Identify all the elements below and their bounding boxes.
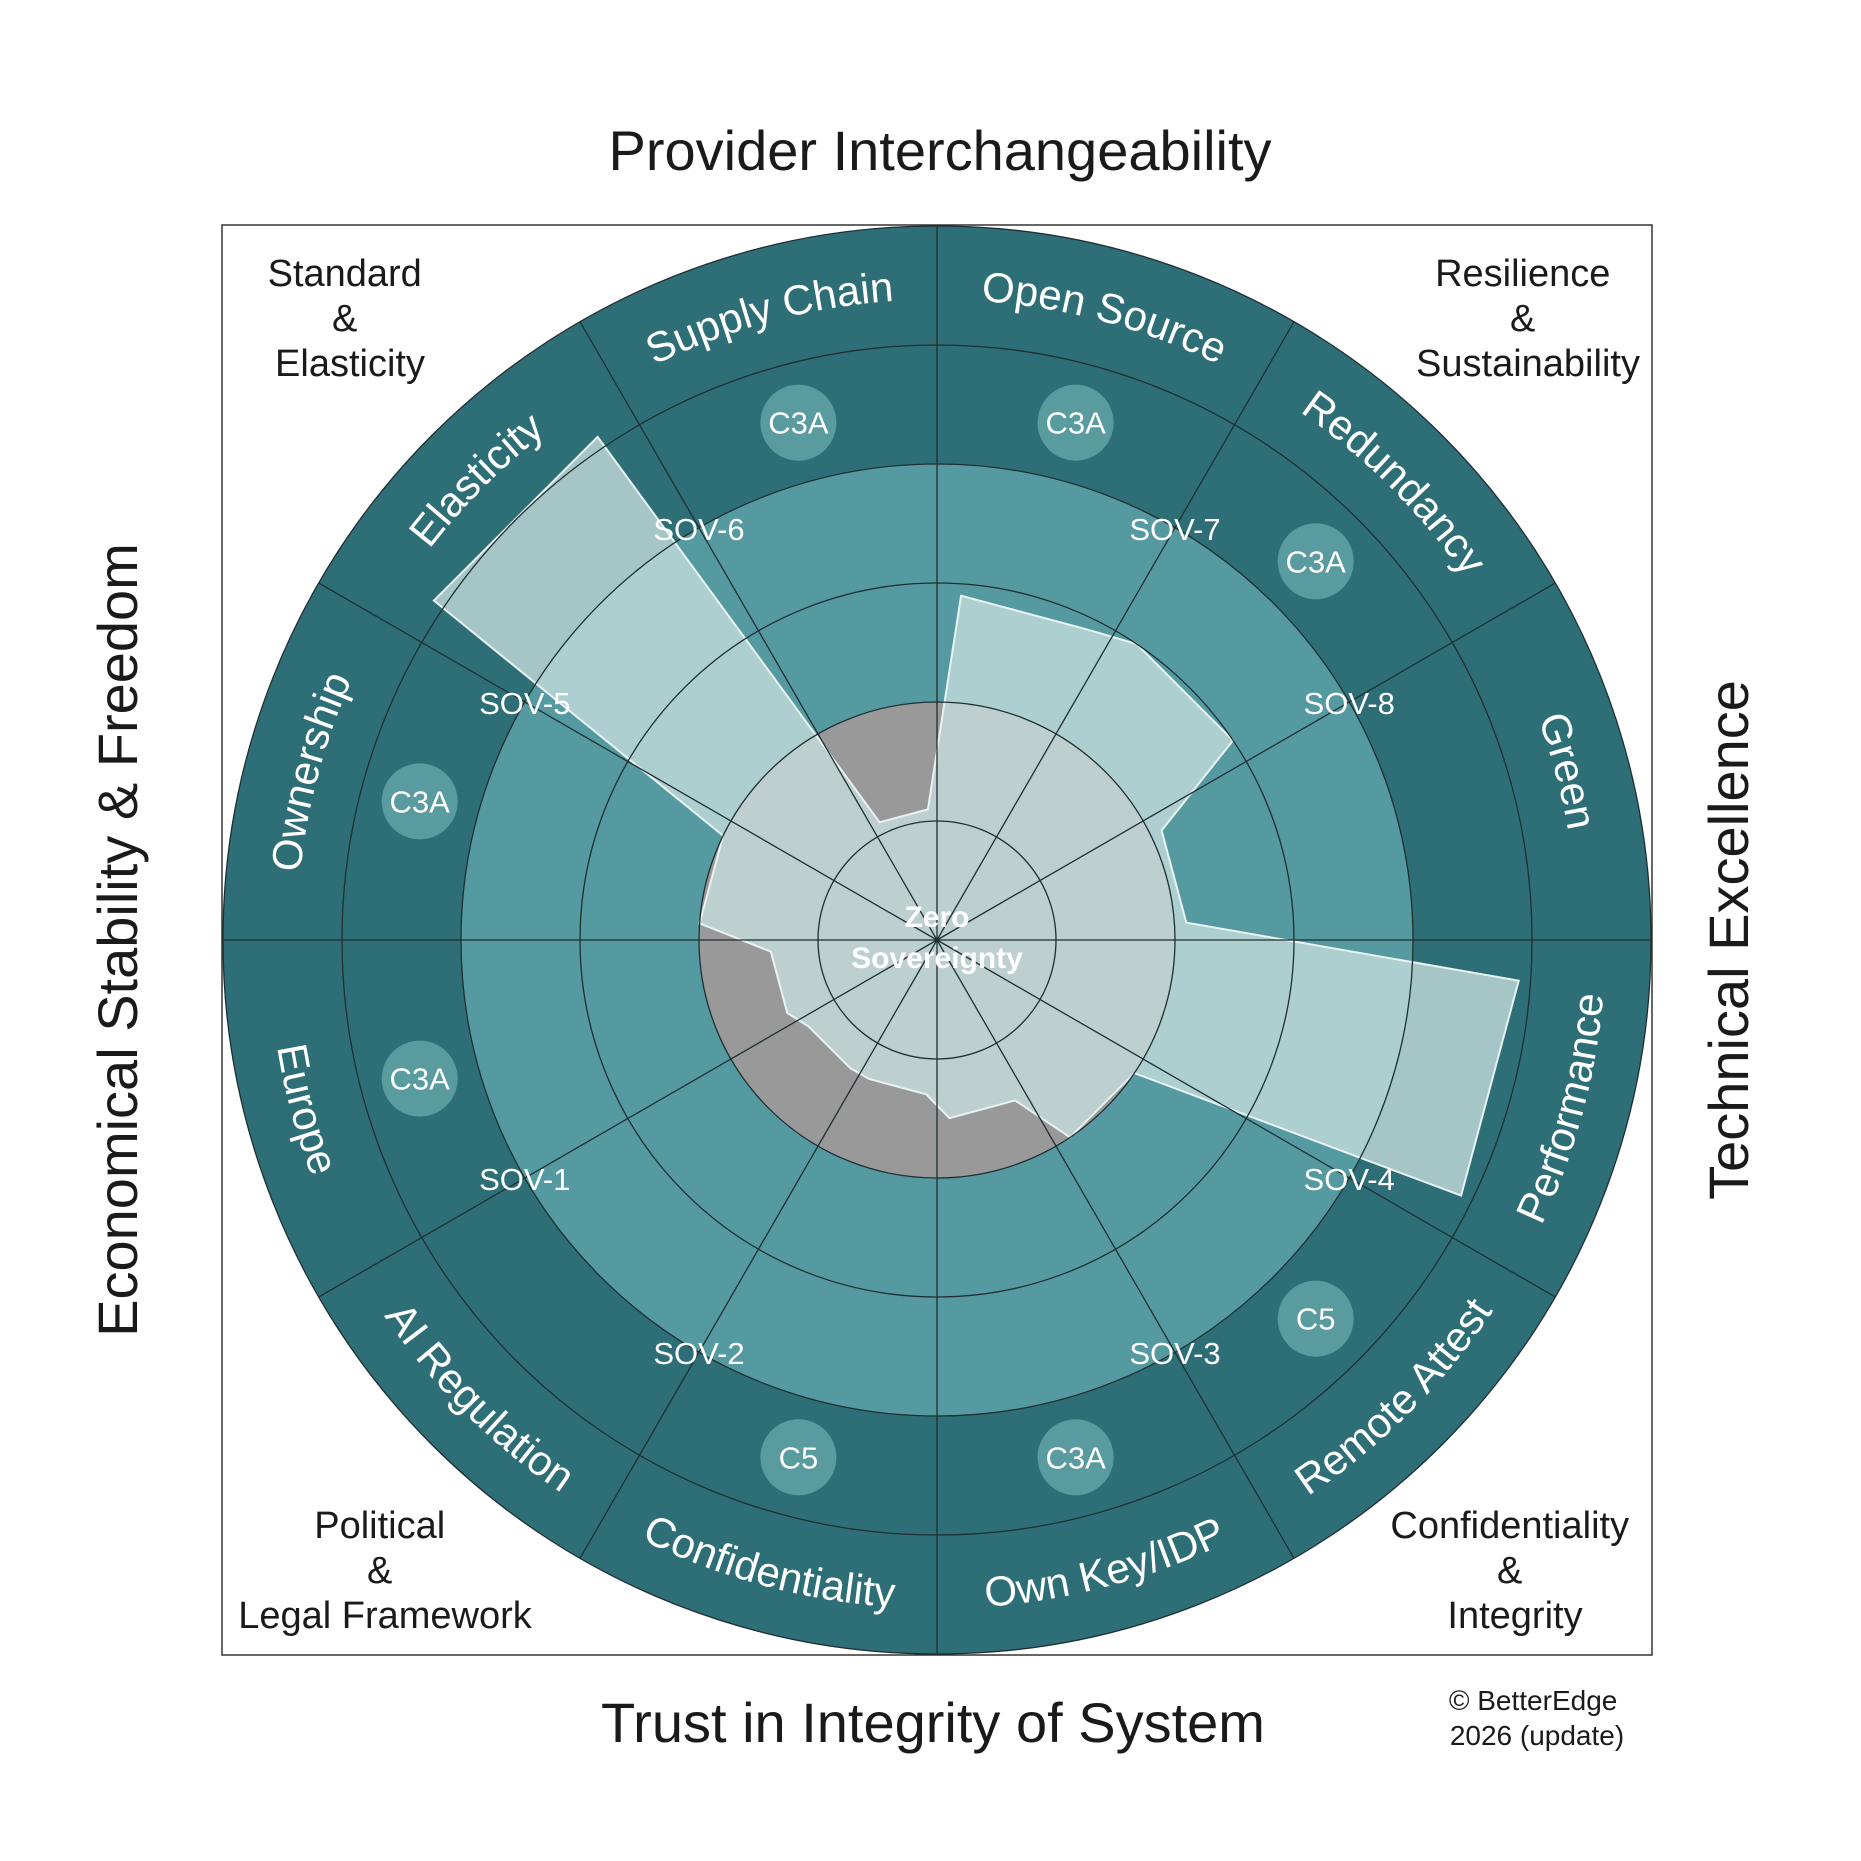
- copyright-line-2: 2026 (update): [1450, 1720, 1624, 1751]
- corner-top-left-1: Standard: [268, 253, 422, 295]
- score-polygon-layer: [432, 435, 1520, 1197]
- badge-circle-4: [1277, 1280, 1354, 1357]
- corner-bottom-right-3: Integrity: [1447, 1595, 1582, 1637]
- corner-top-right-3: Sustainability: [1416, 343, 1640, 385]
- title-bottom: Trust in Integrity of System: [601, 1691, 1265, 1754]
- badge-circle-5: [1037, 1419, 1114, 1496]
- corner-bottom-left: Political & Legal Framework: [238, 1505, 533, 1637]
- divider-line-7: [579, 939, 938, 1559]
- badge-label-0: C3A: [1045, 406, 1106, 441]
- divider-line-8: [318, 939, 938, 1298]
- corner-bottom-right-2: &: [1497, 1550, 1522, 1592]
- title-top: Provider Interchangeability: [608, 119, 1271, 182]
- badge-circle-1: [1277, 523, 1354, 600]
- sov-label-1: SOV-2: [653, 1336, 744, 1371]
- sov-label-3: SOV-4: [1304, 1162, 1395, 1197]
- badge-label-8: C3A: [390, 1062, 451, 1097]
- title-right: Technical Excellence: [1697, 680, 1760, 1200]
- badge-circle-6: [760, 1419, 837, 1496]
- divider-line-5: [936, 939, 1295, 1559]
- badge-circle-9: [381, 763, 458, 840]
- sov-label-7: SOV-8: [1304, 686, 1395, 721]
- center-line-1: Zero: [904, 901, 969, 934]
- badge-label-6: C5: [779, 1440, 819, 1475]
- corner-bottom-left-1: Political: [314, 1505, 445, 1547]
- corner-bottom-right: Confidentiality & Integrity: [1390, 1505, 1639, 1637]
- divider-line-10: [318, 582, 938, 941]
- corner-top-right-1: Resilience: [1435, 253, 1610, 295]
- divider-line-4: [936, 939, 1556, 1298]
- score-polygon: [432, 435, 1520, 1197]
- badge-label-4: C5: [1296, 1302, 1336, 1337]
- divider-lines: [222, 225, 1652, 1655]
- badge-label-11: C3A: [768, 406, 829, 441]
- corner-top-left: Standard & Elasticity: [268, 253, 433, 385]
- corner-top-left-3: Elasticity: [275, 343, 425, 385]
- sov-label-6: SOV-7: [1129, 512, 1220, 547]
- corner-top-right-2: &: [1510, 298, 1535, 340]
- corner-bottom-left-3: Legal Framework: [238, 1595, 533, 1637]
- sov-label-2: SOV-3: [1129, 1336, 1220, 1371]
- badge-circle-0: [1037, 384, 1114, 461]
- corner-top-right: Resilience & Sustainability: [1416, 253, 1640, 385]
- center-line-2: Sovereignty: [851, 942, 1023, 975]
- frame: [221, 224, 1653, 1656]
- title-left: Economical Stability & Freedom: [86, 543, 149, 1337]
- divider-line-11: [579, 321, 938, 941]
- divider-line-2: [936, 582, 1556, 941]
- corner-bottom-right-1: Confidentiality: [1390, 1505, 1629, 1547]
- sov-label-5: SOV-6: [653, 512, 744, 547]
- corner-top-left-2: &: [332, 298, 357, 340]
- corner-bottom-left-2: &: [367, 1550, 392, 1592]
- badge-circle-11: [760, 384, 837, 461]
- divider-line-1: [936, 321, 1295, 941]
- badge-label-1: C3A: [1286, 544, 1347, 579]
- copyright-line-1: © BetterEdge: [1449, 1685, 1618, 1716]
- badge-label-9: C3A: [390, 784, 451, 819]
- sov-label-4: SOV-5: [479, 686, 570, 721]
- badge-circle-8: [381, 1040, 458, 1117]
- sov-label-0: SOV-1: [479, 1162, 570, 1197]
- copyright: © BetterEdge 2026 (update): [1449, 1685, 1625, 1751]
- badge-label-5: C3A: [1045, 1440, 1106, 1475]
